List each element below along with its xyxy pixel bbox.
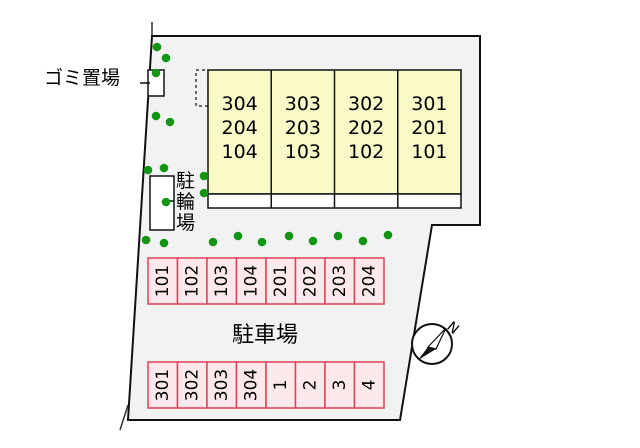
- unit-number: 203: [285, 117, 321, 139]
- tree-icon: [199, 171, 209, 181]
- parking-space-number: 201: [271, 265, 291, 297]
- tree-icon: [208, 237, 218, 247]
- parking-space: [147, 361, 179, 409]
- tree-icon: [358, 236, 368, 246]
- tree-icon: [151, 68, 161, 78]
- parking-space: [353, 257, 385, 305]
- parking-space: [265, 361, 297, 409]
- parking-space-number: 101: [153, 265, 173, 297]
- unit-number: 104: [221, 141, 257, 163]
- tree-icon: [308, 236, 318, 246]
- unit-number: 103: [285, 141, 321, 163]
- parking-space-number: 104: [241, 265, 261, 297]
- unit-number: 303: [285, 93, 321, 115]
- tree-icon: [333, 231, 343, 241]
- tree-icon: [257, 237, 267, 247]
- unit-number: 204: [221, 117, 257, 139]
- unit-number: 102: [348, 141, 384, 163]
- parking-space-number: 304: [241, 369, 261, 401]
- tree-icon: [165, 117, 175, 127]
- tree-icon: [284, 231, 294, 241]
- parking-space-number: 3: [330, 380, 350, 391]
- parking-space-number: 301: [153, 369, 173, 401]
- bicycle-label-3: 場: [176, 212, 195, 234]
- parking-space-number: 303: [212, 369, 232, 401]
- compass-arrow-dark-icon: [418, 347, 436, 360]
- parking-row-top: 101 102 103 104 201 202 203 204: [147, 257, 385, 305]
- road-line-left: [119, 404, 129, 431]
- tree-icon: [233, 231, 243, 241]
- parking-space-number: 102: [182, 265, 202, 297]
- parking-space-number: 2: [300, 380, 320, 391]
- unit-number: 302: [348, 93, 384, 115]
- parking-space: [176, 257, 208, 305]
- parking-space-number: 202: [300, 265, 320, 297]
- unit-number: 201: [411, 117, 447, 139]
- parking-space-number: 103: [212, 265, 232, 297]
- tree-icon: [152, 42, 162, 52]
- trees: [141, 42, 393, 248]
- parking-space: [176, 361, 208, 409]
- parking-space-number: 203: [330, 265, 350, 297]
- parking-space-number: 4: [359, 380, 379, 391]
- garbage-label: ゴミ置場: [44, 67, 120, 89]
- tree-icon: [161, 53, 171, 63]
- parking-space: [324, 361, 356, 409]
- parking-space-number: 1: [271, 380, 291, 391]
- tree-icon: [141, 235, 151, 245]
- tree-icon: [151, 111, 161, 121]
- parking-space: [147, 257, 179, 305]
- bicycle-label-1: 駐: [176, 170, 195, 192]
- tree-icon: [161, 197, 171, 207]
- north-compass: N: [411, 319, 462, 365]
- unit-number: 202: [348, 117, 384, 139]
- unit-number: 301: [411, 93, 447, 115]
- parking-space: [235, 361, 267, 409]
- parking-space-number: 302: [182, 369, 202, 401]
- parking-label: 駐車場: [232, 323, 298, 348]
- bicycle-label-2: 輪: [176, 191, 195, 213]
- tree-icon: [143, 165, 153, 175]
- tree-icon: [159, 238, 169, 248]
- parking-space-number: 204: [359, 265, 379, 297]
- tree-icon: [159, 163, 169, 173]
- unit-number: 101: [411, 141, 447, 163]
- parking-space: [353, 361, 385, 409]
- tree-icon: [383, 230, 393, 240]
- unit-number: 304: [221, 93, 257, 115]
- tree-icon: [199, 188, 209, 198]
- parking-space: [324, 257, 356, 305]
